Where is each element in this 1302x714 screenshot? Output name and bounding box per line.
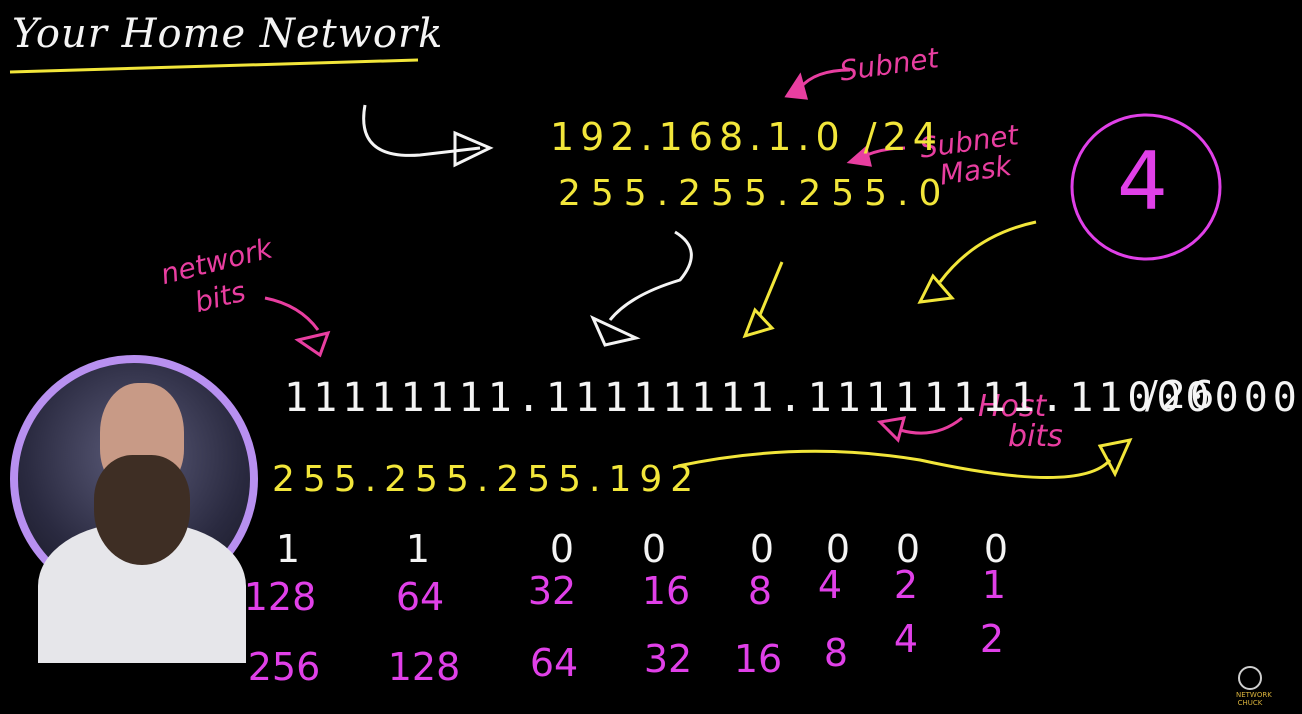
place-value: 1 xyxy=(981,563,1007,607)
arrowhead-to-subnet xyxy=(784,72,809,100)
ink-drawings xyxy=(9,58,1222,479)
number-circle xyxy=(1070,113,1222,261)
block-count: 128 xyxy=(387,645,461,689)
arrow-mask-to-cidr xyxy=(677,449,1112,479)
whiteboard-canvas: Your Home Network Subnet Subnet Mask net… xyxy=(9,11,1297,710)
bit-value: 0 xyxy=(749,527,775,571)
arrow-network-bits xyxy=(264,296,320,331)
binary-mask: 11111111.11111111.11111111.11000000 xyxy=(284,375,1302,421)
arrow-yellow-2 xyxy=(938,220,1037,283)
arrow-host-bits xyxy=(899,416,963,435)
bit-value: 0 xyxy=(983,527,1009,571)
presenter-beard xyxy=(94,455,190,565)
block-count: 256 xyxy=(247,645,321,689)
arrowhead-mask-to-binary xyxy=(590,314,641,347)
arrowhead-mask-to-cidr xyxy=(1097,437,1133,478)
block-count: 32 xyxy=(643,637,693,681)
title-underline xyxy=(9,58,419,74)
arrowhead-yellow-2 xyxy=(917,273,955,304)
arrowhead-network-bits xyxy=(294,330,331,358)
place-value: 16 xyxy=(641,569,691,613)
arrow-to-ip xyxy=(362,104,481,157)
place-value: 2 xyxy=(893,563,919,607)
bit-value: 0 xyxy=(641,527,667,571)
arrowhead-to-mask xyxy=(846,145,872,167)
channel-logo: NETWORK CHUCK xyxy=(1236,666,1272,710)
arrowhead-to-ip xyxy=(453,130,494,168)
bit-value: 1 xyxy=(405,527,431,571)
logo-text-line2: CHUCK xyxy=(1237,698,1263,707)
host-bits-label-line1: Host xyxy=(978,389,1047,424)
bit-value: 0 xyxy=(549,527,575,571)
bit-value: 1 xyxy=(275,527,301,571)
block-count: 16 xyxy=(733,637,783,681)
place-value: 128 xyxy=(243,575,317,619)
block-count: 8 xyxy=(823,631,849,675)
place-value: 4 xyxy=(817,563,843,607)
place-value: 8 xyxy=(747,569,773,613)
arrow-mask-to-binary xyxy=(608,230,693,321)
place-value: 32 xyxy=(527,569,577,613)
arrow-yellow-1 xyxy=(758,261,784,316)
cidr-notation: /26 xyxy=(1145,373,1219,417)
subnet-mask: 255.255.255.0 xyxy=(558,173,952,214)
page-title: Your Home Network xyxy=(12,11,444,57)
ip-address: 192.168.1.0 /24 xyxy=(550,115,943,159)
host-bits-label-line2: bits xyxy=(1008,419,1063,454)
block-count: 64 xyxy=(529,641,579,685)
new-subnet-mask: 255.255.255.192 xyxy=(272,459,702,500)
place-value: 64 xyxy=(395,575,445,619)
block-count: 2 xyxy=(979,617,1005,661)
logo-face-icon xyxy=(1238,666,1262,690)
presenter-webcam xyxy=(10,355,258,663)
bit-value: 0 xyxy=(895,527,921,571)
block-count: 4 xyxy=(893,617,919,661)
arrowhead-yellow-1 xyxy=(742,307,775,339)
bit-value: 0 xyxy=(825,527,851,571)
logo-text-line1: NETWORK xyxy=(1236,691,1272,699)
arrowhead-host-bits xyxy=(876,416,907,443)
circled-number: 4 xyxy=(1117,135,1168,228)
